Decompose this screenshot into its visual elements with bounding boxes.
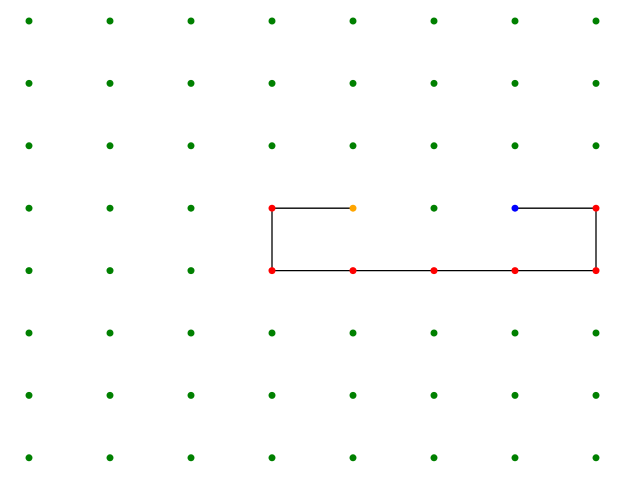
- grid-dot[interactable]: [106, 329, 114, 337]
- grid-dot[interactable]: [592, 79, 600, 87]
- path-dot[interactable]: [349, 267, 357, 275]
- grid-dot[interactable]: [592, 329, 600, 337]
- grid-dot[interactable]: [592, 142, 600, 150]
- grid-dot[interactable]: [511, 79, 519, 87]
- grid-dot[interactable]: [187, 329, 195, 337]
- grid-dot[interactable]: [349, 454, 357, 462]
- grid-dot[interactable]: [187, 267, 195, 275]
- grid-dot[interactable]: [268, 142, 276, 150]
- grid-dot[interactable]: [268, 329, 276, 337]
- grid-dot[interactable]: [187, 204, 195, 212]
- grid-dot[interactable]: [106, 79, 114, 87]
- grid-dot[interactable]: [25, 17, 33, 25]
- grid-dot[interactable]: [25, 142, 33, 150]
- grid-dot[interactable]: [106, 204, 114, 212]
- grid-dot[interactable]: [268, 391, 276, 399]
- grid-dot[interactable]: [106, 454, 114, 462]
- grid-dot[interactable]: [25, 267, 33, 275]
- grid-dot[interactable]: [187, 454, 195, 462]
- grid-dot[interactable]: [187, 79, 195, 87]
- grid-dot[interactable]: [187, 391, 195, 399]
- grid-dot[interactable]: [25, 204, 33, 212]
- grid-dot[interactable]: [511, 329, 519, 337]
- grid-dot[interactable]: [430, 79, 438, 87]
- path-dot[interactable]: [592, 204, 600, 212]
- path-line: [271, 207, 597, 272]
- grid-dot[interactable]: [349, 17, 357, 25]
- path-dot[interactable]: [430, 267, 438, 275]
- grid-dot[interactable]: [430, 142, 438, 150]
- grid-dot[interactable]: [592, 454, 600, 462]
- grid-dot[interactable]: [106, 391, 114, 399]
- grid-dot[interactable]: [25, 329, 33, 337]
- grid-dot[interactable]: [592, 17, 600, 25]
- path-dot[interactable]: [268, 267, 276, 275]
- grid-dot[interactable]: [592, 391, 600, 399]
- grid-dot[interactable]: [187, 17, 195, 25]
- grid-dot[interactable]: [511, 454, 519, 462]
- path-dot[interactable]: [268, 204, 276, 212]
- grid-dot[interactable]: [349, 79, 357, 87]
- grid-dot[interactable]: [106, 142, 114, 150]
- path-dot[interactable]: [592, 267, 600, 275]
- grid-dot[interactable]: [187, 142, 195, 150]
- grid-dot[interactable]: [25, 454, 33, 462]
- grid-dot[interactable]: [349, 329, 357, 337]
- grid-dot[interactable]: [106, 17, 114, 25]
- grid-dot[interactable]: [106, 267, 114, 275]
- start-dot[interactable]: [511, 204, 519, 212]
- dot-layer: [25, 17, 600, 462]
- path-layer: [271, 207, 597, 272]
- grid-dot[interactable]: [430, 454, 438, 462]
- grid-dot[interactable]: [511, 142, 519, 150]
- grid-dot[interactable]: [25, 391, 33, 399]
- grid-dot[interactable]: [430, 329, 438, 337]
- grid-dot[interactable]: [511, 17, 519, 25]
- grid-dot[interactable]: [430, 391, 438, 399]
- grid-dot[interactable]: [430, 204, 438, 212]
- grid-dot[interactable]: [268, 17, 276, 25]
- end-dot[interactable]: [349, 204, 357, 212]
- grid-dot[interactable]: [268, 79, 276, 87]
- grid-dot[interactable]: [430, 17, 438, 25]
- grid-dot[interactable]: [349, 391, 357, 399]
- grid-dot[interactable]: [511, 391, 519, 399]
- grid-dot[interactable]: [25, 79, 33, 87]
- grid-dot[interactable]: [268, 454, 276, 462]
- grid-dot[interactable]: [349, 142, 357, 150]
- path-dot[interactable]: [511, 267, 519, 275]
